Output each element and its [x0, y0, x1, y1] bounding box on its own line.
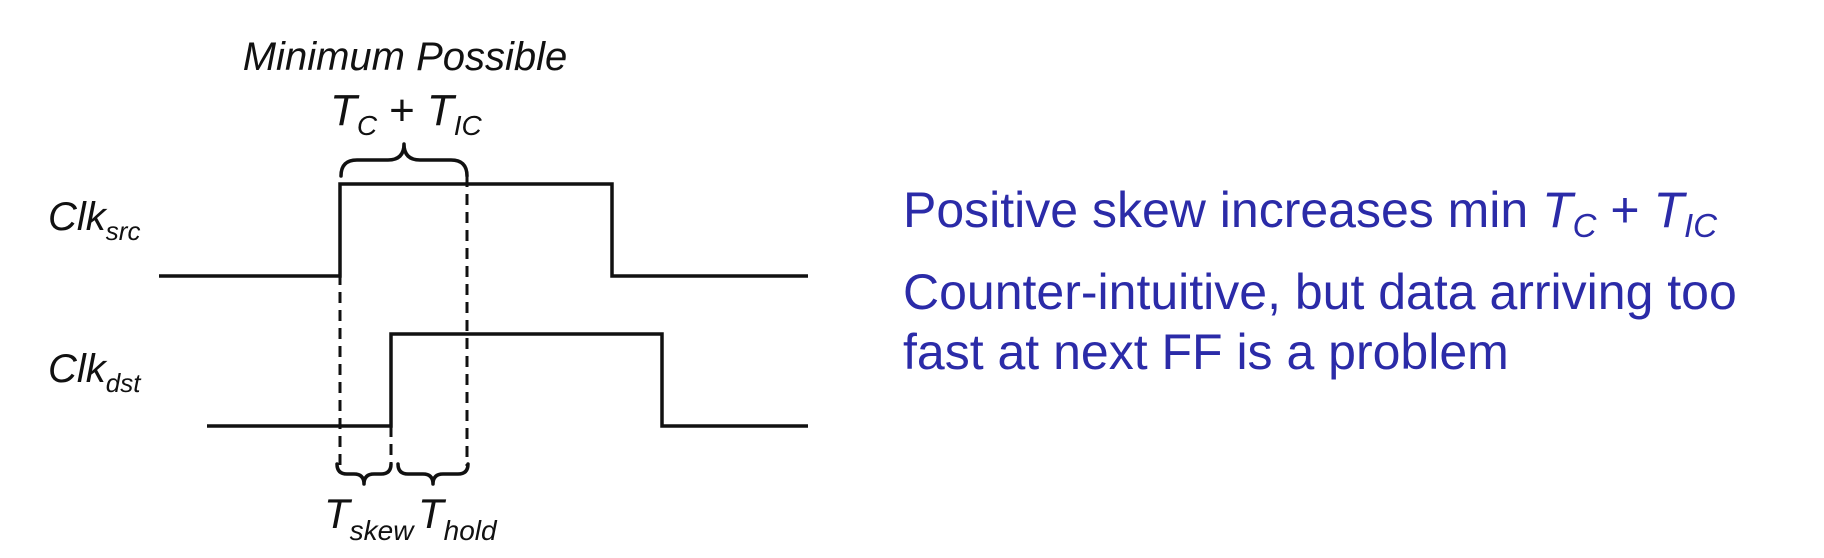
note1-prefix: Positive skew increases min [903, 182, 1543, 238]
t-hold-sub: hold [444, 515, 498, 546]
clk-src-sub: src [106, 216, 141, 246]
note1-t2: T [1653, 182, 1685, 238]
note1-t2-sub: IC [1684, 207, 1718, 244]
top-brace [339, 142, 469, 178]
signal-label-clk-src: Clksrc [48, 195, 140, 246]
note1-plus: + [1596, 182, 1654, 238]
note1-t1: T [1542, 182, 1573, 238]
t-hold-label: Thold [418, 490, 498, 546]
expr-t2-sub: IC [454, 110, 483, 141]
t-skew-label: Tskew [324, 490, 415, 546]
expr-t1-sub: C [357, 110, 378, 141]
note2-line-b: fast at next FF is a problem [903, 324, 1509, 380]
t-skew-main: T [324, 490, 353, 537]
note1-t1-sub: C [1572, 207, 1597, 244]
clk-dst-name: Clk [48, 347, 108, 391]
clk-src-name: Clk [48, 195, 108, 239]
clk-dst-waveform [207, 332, 808, 428]
notes-panel: Positive skew increases min TC + TIC Cou… [903, 180, 1803, 404]
note-counter-intuitive: Counter-intuitive, but data arriving too… [903, 262, 1803, 382]
expr-t2: T [427, 86, 457, 135]
timing-diagram: Minimum Possible TC+TIC Clksrc Clkdst Ts… [48, 35, 808, 546]
clk-src-waveform [159, 182, 808, 278]
signal-label-clk-dst: Clkdst [48, 347, 142, 398]
t-skew-sub: skew [350, 515, 416, 546]
note-positive-skew: Positive skew increases min TC + TIC [903, 180, 1803, 242]
caption-minimum-possible: Minimum Possible [243, 35, 568, 79]
expr-t1: T [330, 86, 360, 135]
min-expression: TC+TIC [330, 86, 482, 141]
t-hold-main: T [418, 490, 447, 537]
hold-brace [396, 462, 470, 486]
expr-plus: + [389, 86, 415, 135]
note2-line-a: Counter-intuitive, but data arriving too [903, 264, 1737, 320]
skew-brace [335, 462, 393, 486]
clk-dst-sub: dst [106, 368, 142, 398]
